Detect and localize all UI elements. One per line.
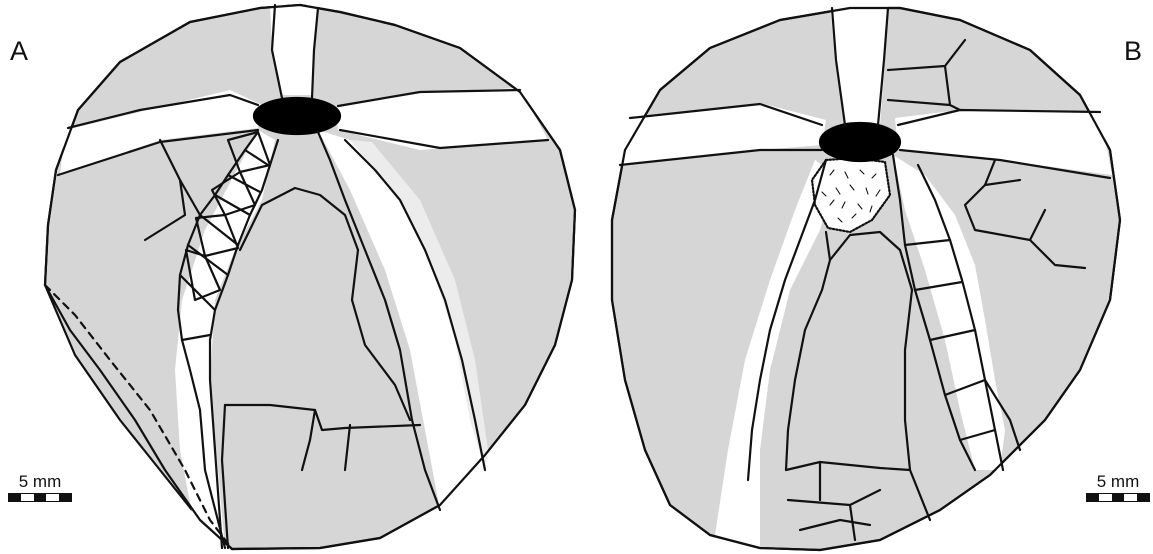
specimen-a [45, 5, 575, 549]
specimen-a-apical-disc [254, 98, 340, 134]
scale-bar-b: 5 mm [1086, 473, 1150, 502]
scale-bar-a: 5 mm [8, 473, 72, 502]
scale-bar-a-graphic [8, 493, 72, 502]
panel-label-b: B [1124, 38, 1142, 65]
specimen-b-apical-disc [820, 123, 900, 161]
specimen-b [612, 5, 1120, 550]
scale-bar-a-text: 5 mm [8, 473, 72, 490]
panel-label-a: A [10, 38, 28, 65]
scale-bar-b-graphic [1086, 493, 1150, 502]
scale-bar-b-text: 5 mm [1086, 473, 1150, 490]
